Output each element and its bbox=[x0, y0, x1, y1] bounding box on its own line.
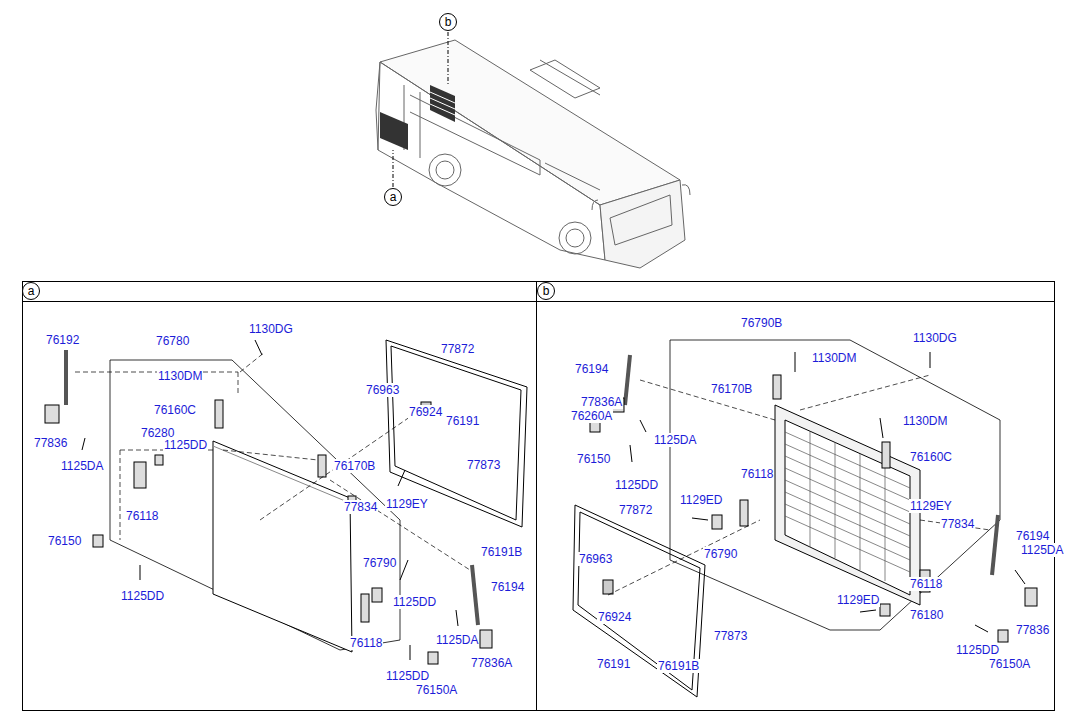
leader-line bbox=[608, 375, 990, 595]
part-number: 76790B bbox=[740, 316, 783, 330]
part-number: 76150A bbox=[988, 657, 1031, 671]
part-number: 76118 bbox=[125, 509, 159, 523]
part-number: 1125DA bbox=[435, 633, 479, 647]
part-number: 76160C bbox=[909, 450, 953, 464]
part-number: 77872 bbox=[618, 503, 653, 517]
part-number: 76150 bbox=[47, 534, 82, 548]
part-number: 1130DM bbox=[811, 351, 857, 365]
part-number: 1129EY bbox=[909, 499, 953, 513]
part-number: 1129ED bbox=[679, 493, 723, 507]
part-number: 77834 bbox=[940, 517, 975, 531]
callout-circle: a bbox=[384, 188, 402, 206]
highlight-area bbox=[380, 85, 455, 150]
part-number: 1125DD bbox=[385, 669, 430, 683]
part-number: 76191B bbox=[480, 545, 523, 559]
part-number: 77834 bbox=[343, 500, 378, 514]
callout-circle: a bbox=[22, 282, 40, 300]
part-number: 77873 bbox=[466, 458, 501, 472]
part-number: 77872 bbox=[440, 342, 475, 356]
part-number: 76790 bbox=[362, 556, 397, 570]
part-number: 76192 bbox=[45, 333, 80, 347]
part-number: 1130DM bbox=[157, 369, 203, 383]
part-number: 76180 bbox=[909, 608, 944, 622]
part-number: 76191 bbox=[445, 414, 480, 428]
part-number: 77836A bbox=[470, 656, 513, 670]
part-number: 76150 bbox=[576, 452, 611, 466]
part-number: 1129EY bbox=[385, 497, 429, 511]
part-number: 76118 bbox=[349, 636, 383, 650]
part-number: 76170B bbox=[710, 382, 753, 396]
callout-letter: a bbox=[390, 191, 397, 203]
part-number: 76924 bbox=[597, 610, 632, 624]
part-number: 76790 bbox=[703, 547, 738, 561]
panel-a-parts bbox=[45, 340, 527, 664]
callout-letter: b bbox=[445, 16, 452, 28]
panel-frame bbox=[22, 281, 1055, 711]
bus-drawing bbox=[376, 40, 690, 268]
part-number: 77836 bbox=[33, 436, 68, 450]
part-number: 1129ED bbox=[836, 593, 880, 607]
part-number: 77873 bbox=[713, 629, 748, 643]
part-number: 76170B bbox=[333, 459, 376, 473]
part-number: 1125DD bbox=[163, 438, 208, 452]
part-number: 76963 bbox=[578, 552, 613, 566]
part-number: 1125DA bbox=[653, 433, 697, 447]
part-number: 76194 bbox=[1015, 529, 1050, 543]
part-number: 76924 bbox=[408, 405, 443, 419]
part-number: 1130DG bbox=[912, 331, 958, 345]
part-number: 76191 bbox=[596, 657, 631, 671]
callout-letter: a bbox=[28, 285, 35, 297]
part-number: 1125DA bbox=[60, 459, 104, 473]
callout-letter: b bbox=[543, 285, 550, 297]
part-number: 76150A bbox=[415, 683, 458, 697]
part-number: 1125DA bbox=[1020, 543, 1064, 557]
part-number: 76963 bbox=[365, 383, 400, 397]
part-number: 76260A bbox=[570, 409, 613, 423]
callout-leader bbox=[393, 32, 448, 187]
part-number: 76194 bbox=[574, 362, 609, 376]
callout-circle: b bbox=[537, 282, 555, 300]
part-number: 76160C bbox=[153, 403, 197, 417]
part-number: 1125DD bbox=[955, 643, 1000, 657]
part-number: 77836 bbox=[1015, 623, 1050, 637]
part-number: 1125DD bbox=[120, 589, 165, 603]
part-number: 76118 bbox=[740, 467, 774, 481]
part-number: 1130DM bbox=[902, 414, 948, 428]
part-number: 76780 bbox=[155, 334, 190, 348]
leader-line bbox=[75, 352, 470, 570]
part-number: 1130DG bbox=[248, 322, 294, 336]
callout-circle: b bbox=[439, 13, 457, 31]
part-number: 1125DD bbox=[614, 478, 659, 492]
part-number: 76194 bbox=[490, 580, 525, 594]
part-number: 76191B bbox=[657, 659, 700, 673]
part-number: 76118 bbox=[909, 577, 943, 591]
part-number: 77836A bbox=[580, 395, 623, 409]
part-number: 1125DD bbox=[392, 595, 437, 609]
panel-b-parts bbox=[573, 340, 1037, 697]
